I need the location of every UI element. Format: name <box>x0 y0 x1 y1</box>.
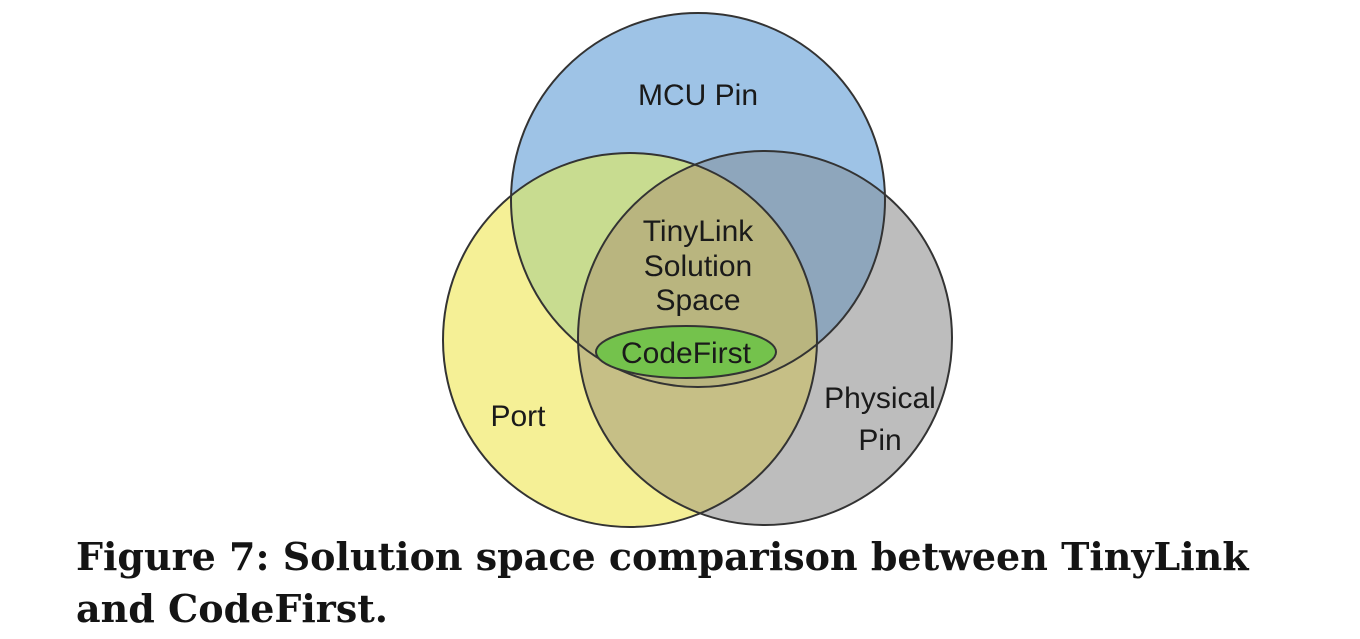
codefirst-label: CodeFirst <box>621 337 752 370</box>
physical-pin-label-line1: Physical <box>824 382 936 415</box>
physical-pin-label-line2: Pin <box>858 424 901 457</box>
mcu-pin-outline <box>510 12 886 388</box>
port-label: Port <box>490 400 546 433</box>
tinylink-label-line3: Space <box>655 284 740 317</box>
port-outline <box>442 152 818 528</box>
venn-diagram: MCU Pin Port Physical Pin TinyLink Solut… <box>442 12 953 528</box>
codefirst-ellipse <box>595 325 777 379</box>
mcu-pin-label: MCU Pin <box>638 79 758 112</box>
physical-pin-outline <box>577 150 953 526</box>
figure-caption: Figure 7: Solution space comparison betw… <box>76 534 1249 631</box>
tinylink-solution-region <box>578 153 817 387</box>
tinylink-label-line1: TinyLink <box>643 215 755 248</box>
tinylink-label-line2: Solution <box>644 250 752 283</box>
